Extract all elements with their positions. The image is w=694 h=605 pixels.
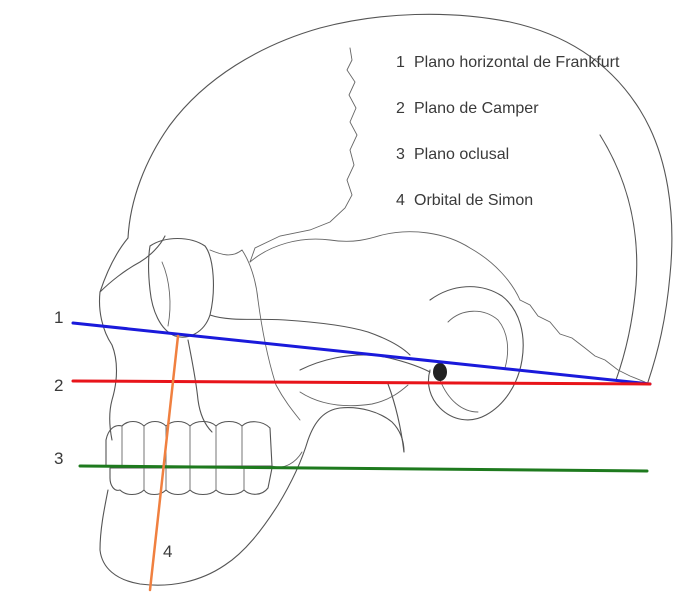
marker-camper: 2 <box>54 376 63 395</box>
legend-item-label: Orbital de Simon <box>414 192 533 209</box>
camper-plane-line <box>71 379 652 386</box>
frankfurt-plane-line <box>71 321 652 386</box>
legend-item-label: Plano horizontal de Frankfurt <box>414 54 620 71</box>
legend: 1 Plano horizontal de Frankfurt 2 Plano … <box>396 54 620 209</box>
legend-item-number: 3 <box>396 146 405 163</box>
line-markers: 1 2 3 4 <box>54 308 172 561</box>
legend-item: 3 Plano oclusal <box>396 146 509 163</box>
marker-simon: 4 <box>163 542 172 561</box>
skull-illustration <box>98 13 673 586</box>
legend-item: 1 Plano horizontal de Frankfurt <box>396 54 620 71</box>
legend-item-label: Plano oclusal <box>414 146 509 163</box>
marker-occlusal: 3 <box>54 449 63 468</box>
reference-lines <box>71 321 652 592</box>
legend-item: 4 Orbital de Simon <box>396 192 533 209</box>
simon-orbital-line <box>148 334 180 592</box>
legend-item-label: Plano de Camper <box>414 100 539 117</box>
legend-item: 2 Plano de Camper <box>396 100 539 117</box>
legend-item-number: 1 <box>396 54 405 71</box>
legend-item-number: 4 <box>396 192 405 209</box>
occlusal-plane-line <box>78 464 649 473</box>
legend-item-number: 2 <box>396 100 405 117</box>
marker-frankfurt: 1 <box>54 308 63 327</box>
